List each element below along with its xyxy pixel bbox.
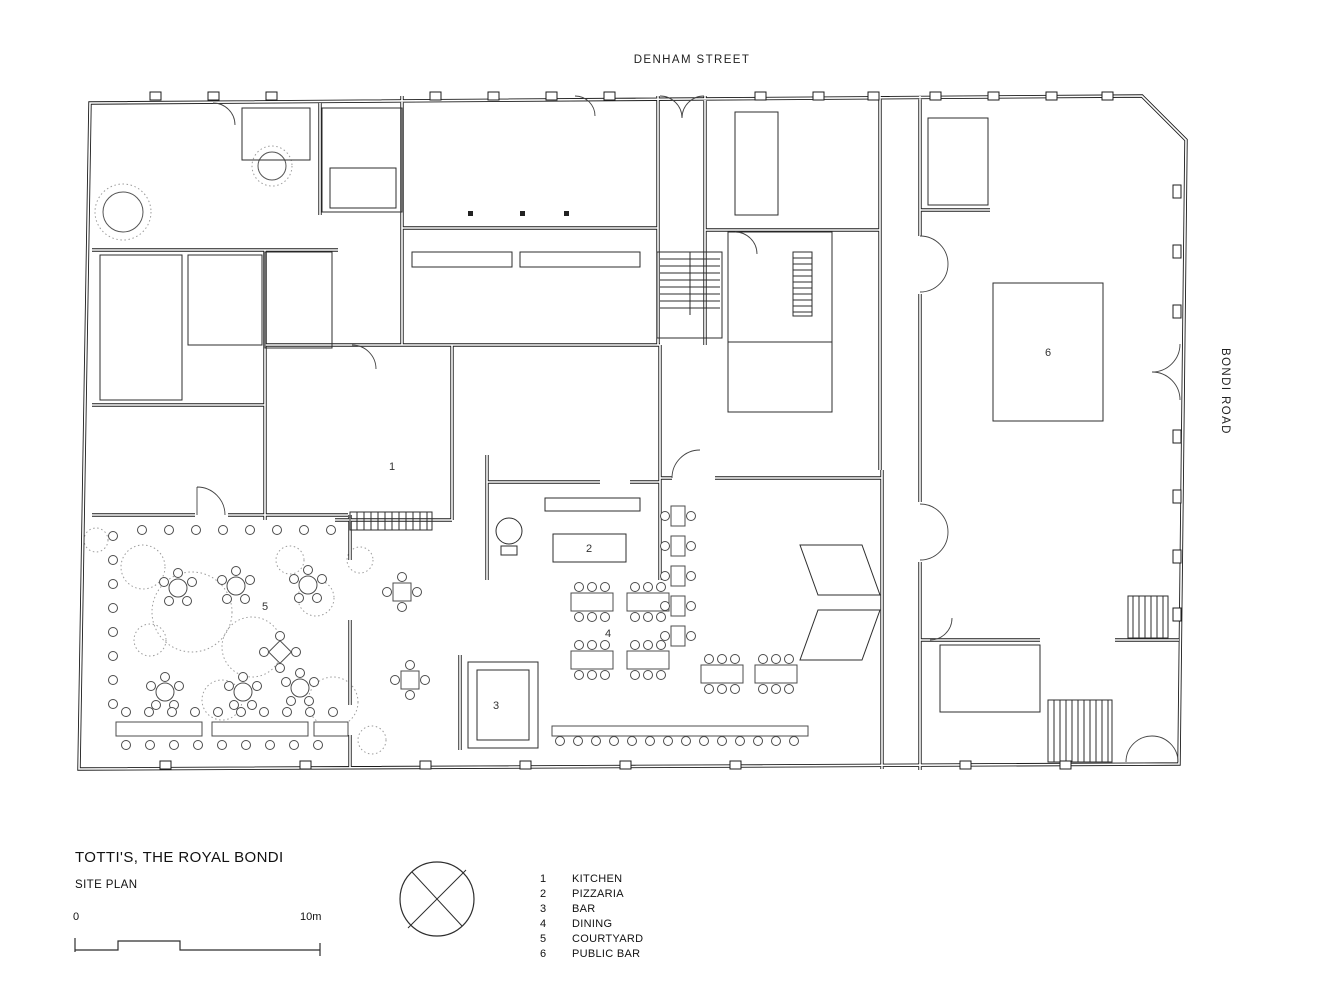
- drawing-title: TOTTI'S, THE ROYAL BONDI: [75, 849, 284, 866]
- bar-counter: [467, 661, 539, 749]
- scale-end-label: 10m: [300, 911, 321, 923]
- stair-bottom-right: [1047, 699, 1113, 763]
- legend-item-number: 4: [540, 918, 546, 930]
- scale-bar: 0 10m: [73, 911, 321, 956]
- legend-item-number: 6: [540, 948, 546, 960]
- pizzaria-counter: [552, 533, 627, 563]
- stair-secondary: [792, 251, 813, 317]
- legend-item: 6 PUBLIC BAR: [540, 948, 640, 960]
- title-block: TOTTI'S, THE ROYAL BONDI SITE PLAN: [75, 849, 284, 891]
- drawing-subtitle: SITE PLAN: [75, 879, 137, 891]
- room-number-bar: 3: [493, 700, 499, 712]
- legend-item-label: KITCHEN: [572, 873, 622, 885]
- public-bar-island: [992, 282, 1104, 422]
- stair-right-wall: [1127, 595, 1169, 639]
- legend-item: 3 BAR: [540, 903, 596, 915]
- legend-item-label: BAR: [572, 903, 596, 915]
- legend-item: 1 KITCHEN: [540, 873, 622, 885]
- room-number-pizzaria: 2: [586, 543, 592, 555]
- rooms-fixtures-layer: [99, 107, 1169, 763]
- legend-item-number: 3: [540, 903, 546, 915]
- north-arrow: [399, 861, 475, 937]
- legend-item: 2 PIZZARIA: [540, 888, 624, 900]
- doors-layer: [196, 95, 1181, 763]
- legend-item-label: PIZZARIA: [572, 888, 624, 900]
- legend-item-number: 2: [540, 888, 546, 900]
- room-number-courtyard: 5: [262, 601, 268, 613]
- scale-start-label: 0: [73, 911, 79, 923]
- legend-item-number: 1: [540, 873, 546, 885]
- legend: 1 KITCHEN 2 PIZZARIA 3 BAR 4 DINING 5 CO…: [540, 873, 643, 960]
- legend-item-number: 5: [540, 933, 546, 945]
- wall-piers: [149, 91, 1182, 770]
- furniture-layer: [108, 505, 809, 750]
- legend-item: 4 DINING: [540, 918, 612, 930]
- street-label-denham: DENHAM STREET: [634, 54, 751, 66]
- room-number-dining: 4: [605, 628, 611, 640]
- legend-item-label: PUBLIC BAR: [572, 948, 640, 960]
- trees-layer: [83, 145, 387, 755]
- legend-item-label: COURTYARD: [572, 933, 643, 945]
- legend-item-label: DINING: [572, 918, 612, 930]
- pizza-oven: [495, 517, 523, 556]
- room-number-kitchen: 1: [389, 461, 395, 473]
- street-label-bondi: BONDI ROAD: [1219, 348, 1231, 435]
- room-number-public-bar: 6: [1045, 347, 1051, 359]
- stair-main: [656, 251, 723, 339]
- legend-item: 5 COURTYARD: [540, 933, 643, 945]
